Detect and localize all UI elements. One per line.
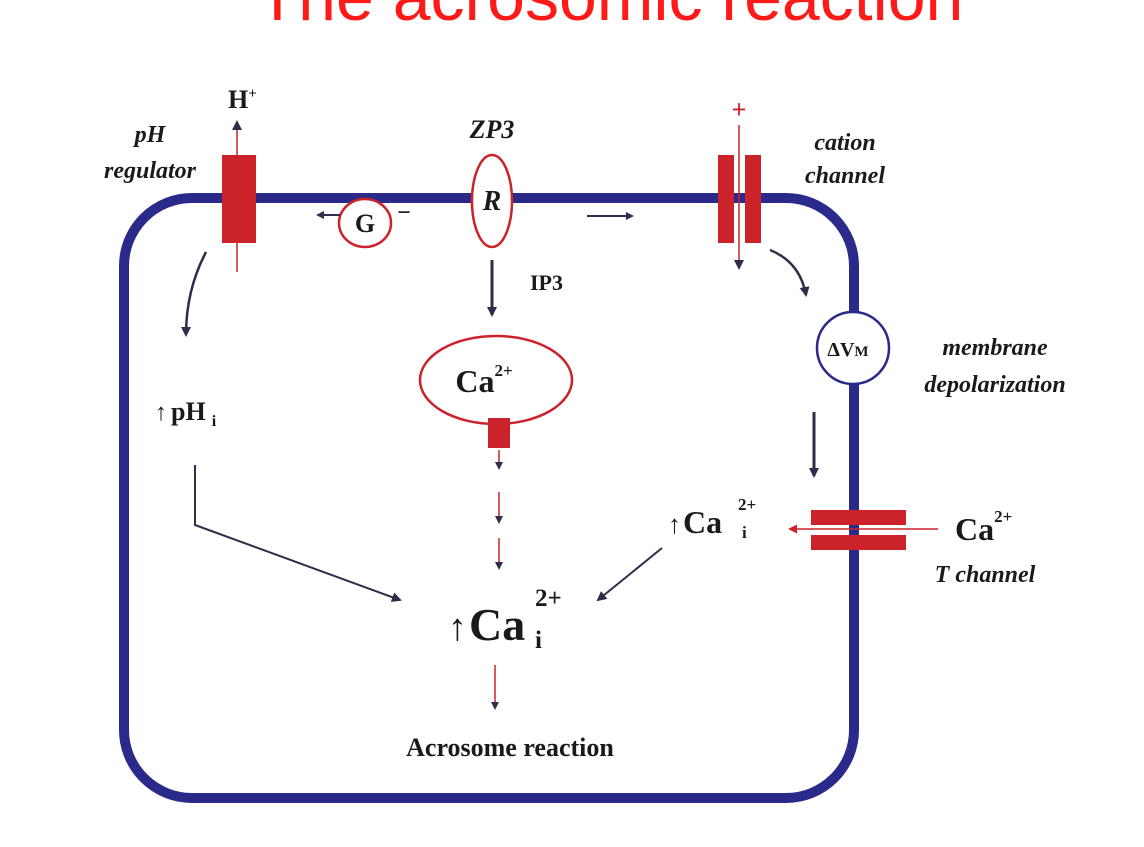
cai-near-t-sub: i	[742, 523, 747, 542]
membrane-depol-label: membrane	[942, 335, 1048, 361]
center-ca-label: ↑Ca	[448, 599, 525, 650]
arrow-cation-to-dvm	[769, 248, 810, 297]
g-protein-label: G	[355, 209, 375, 238]
store-channel	[488, 418, 510, 448]
cation-plus-label: +	[732, 95, 747, 124]
ext-ca-label: Ca2+	[955, 507, 1012, 547]
zp3-label: ZP3	[469, 115, 515, 144]
h-plus-label: H+	[228, 85, 257, 114]
ph-regulator-channel	[222, 120, 256, 272]
arrow-ph-down	[181, 251, 208, 337]
g-minus-label: −	[397, 200, 411, 226]
cation-channel	[718, 125, 761, 270]
delta-vm-circle	[815, 310, 891, 386]
arrow-cai-to-center	[596, 547, 663, 602]
arrow-ph-to-ca	[194, 465, 402, 602]
cai-near-t-sup: 2+	[738, 495, 756, 514]
cation-channel-label-2: channel	[805, 163, 885, 189]
center-ca-sup: 2+	[535, 585, 562, 612]
ph-regulator-label-2: regulator	[104, 158, 197, 184]
cation-channel-label: cation	[814, 130, 875, 156]
membrane-depol-label-2: depolarization	[924, 372, 1065, 398]
ca-store	[418, 334, 574, 426]
t-channel	[788, 510, 938, 550]
receptor-r	[470, 153, 514, 249]
page-title: The acrosomic reaction	[257, 0, 964, 35]
g-protein	[337, 197, 393, 249]
center-ca-sub: i	[535, 627, 542, 654]
receptor-label: R	[482, 186, 502, 217]
ph-regulator-label: pH	[133, 122, 167, 148]
ip3-label: IP3	[530, 270, 563, 295]
store-ca-label: Ca2+	[455, 361, 512, 399]
t-channel-label: T channel	[935, 562, 1036, 588]
acrosome-reaction-label: Acrosome reaction	[406, 733, 614, 762]
delta-vm-label: ΔVM	[827, 339, 868, 361]
cai-near-t-label: ↑Ca	[668, 504, 722, 540]
